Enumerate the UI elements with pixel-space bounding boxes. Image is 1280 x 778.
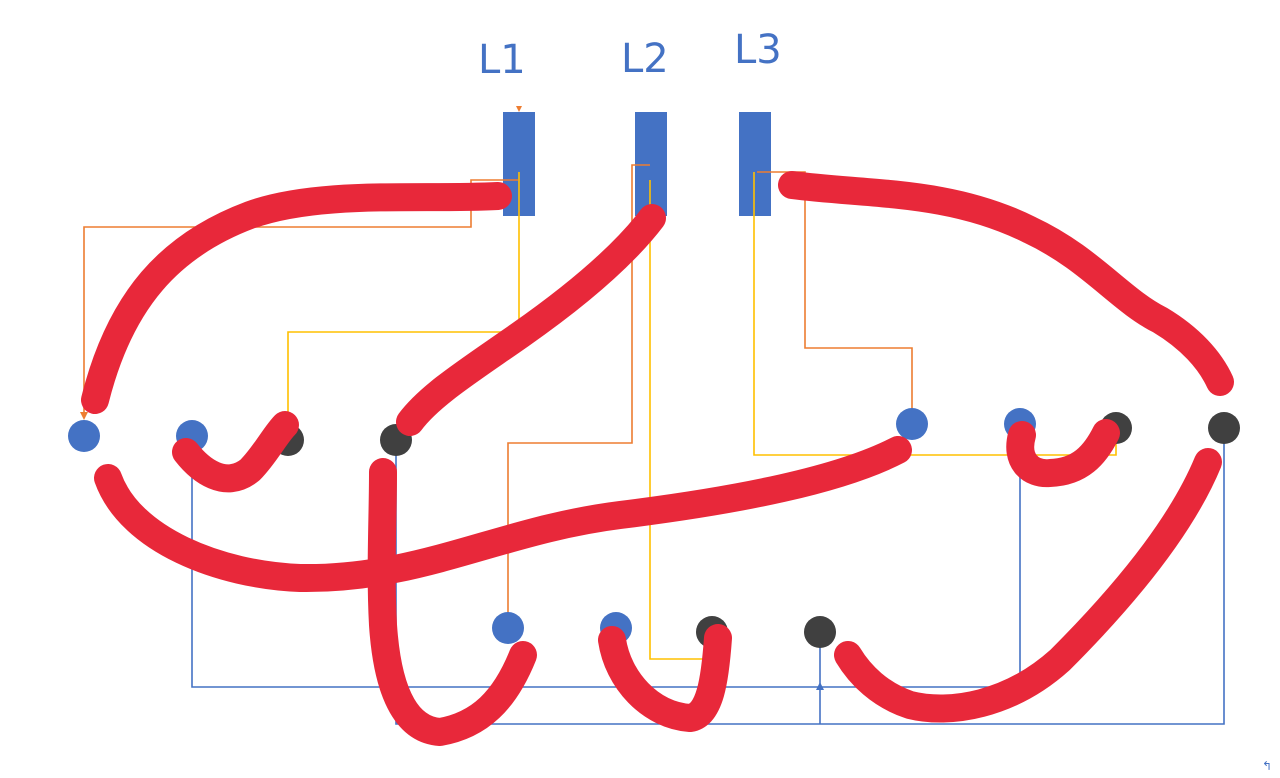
red-stroke-right-to-bottom bbox=[834, 448, 1222, 723]
red-stroke-l3-to-right bbox=[778, 171, 1234, 396]
yellow-wire-l2 bbox=[649, 180, 713, 660]
red-stroke-bottom-loop bbox=[598, 624, 732, 732]
bar-l2 bbox=[635, 112, 667, 216]
node-blue-r2-1 bbox=[492, 612, 524, 644]
bar-l1-arrow bbox=[516, 106, 522, 112]
label-l2: L2 bbox=[621, 36, 669, 82]
arrow-head bbox=[816, 682, 824, 690]
red-marker-strokes bbox=[81, 171, 1234, 746]
corner-return-icon: ↰ bbox=[1261, 759, 1272, 773]
orange-wire-l2-down bbox=[507, 164, 650, 622]
yellow-wire-l1 bbox=[287, 172, 520, 420]
red-stroke-long-curve bbox=[94, 436, 912, 593]
red-stroke-l2-to-mid bbox=[396, 204, 666, 436]
node-dark-r2-2 bbox=[804, 616, 836, 648]
red-stroke-down-loop bbox=[367, 458, 537, 746]
yellow-wire-l3 bbox=[753, 172, 1117, 456]
red-stroke-l1-to-left bbox=[81, 182, 512, 414]
node-blue-r1-3 bbox=[896, 408, 928, 440]
red-stroke-loop-left bbox=[172, 411, 299, 493]
node-blue-r1-1 bbox=[68, 420, 100, 452]
bar-l3 bbox=[739, 112, 771, 216]
arrow-head bbox=[80, 412, 88, 420]
label-l3: L3 bbox=[734, 27, 782, 73]
label-l1: L1 bbox=[478, 37, 526, 83]
node-dark-r1-4 bbox=[1208, 412, 1240, 444]
orange-wire-l1-left bbox=[83, 179, 518, 414]
red-stroke-loop-right bbox=[1006, 419, 1120, 488]
